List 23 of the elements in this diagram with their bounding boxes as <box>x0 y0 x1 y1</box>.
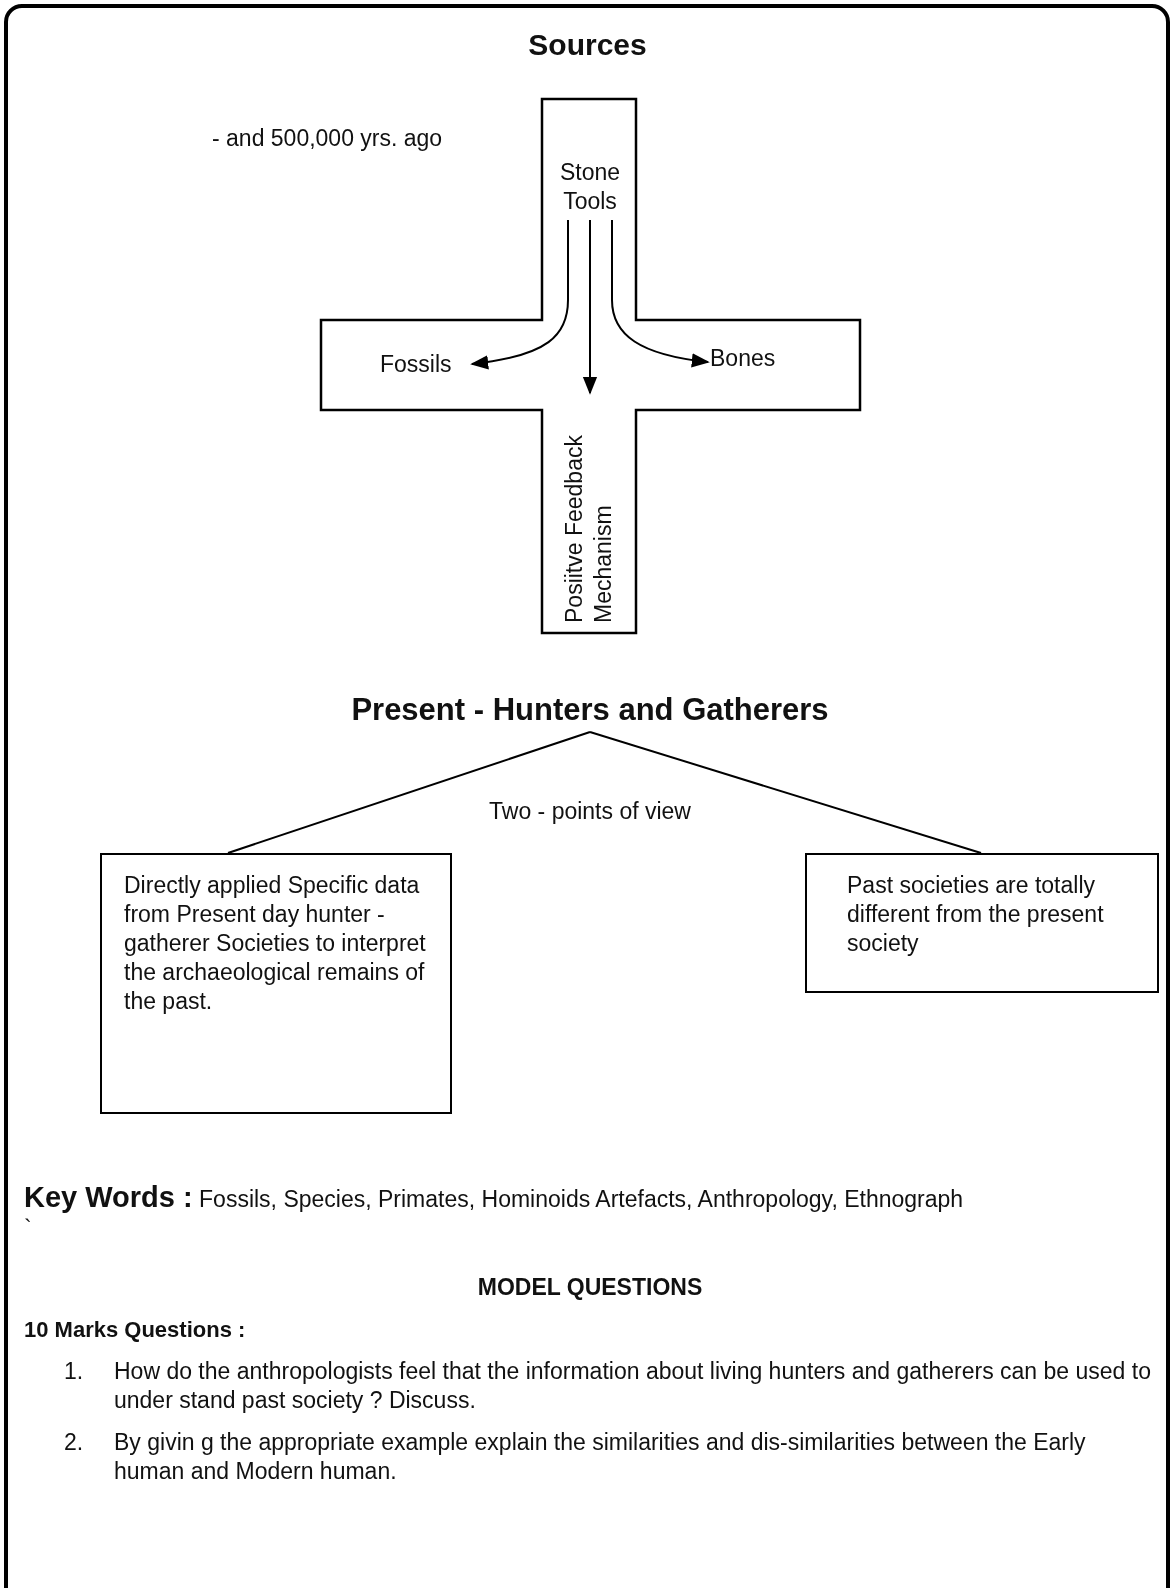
section-heading: MODEL QUESTIONS <box>476 1273 704 1302</box>
connector-line <box>227 731 591 854</box>
node-label: Fossils <box>380 350 464 380</box>
question-text: By givin g the appropriate example explain the similarities and dis-similarities between the Early human and Modern human. <box>114 1428 1087 1486</box>
annotation: ` <box>24 1214 33 1243</box>
text-box: Directly applied Specific data from Present day hunter - gatherer Societies to interpret the archaeological remains of the past. <box>100 853 452 1114</box>
arrow <box>470 219 569 370</box>
annotation: Two - points of view <box>488 797 692 826</box>
node-label: Bones <box>710 344 796 374</box>
node-label: Posiitve Feedback Mechanism <box>560 395 620 623</box>
title: Sources <box>527 28 648 62</box>
arrow <box>611 219 710 368</box>
question-text: How do the anthropologists feel that the information about living hunters and gatherers can be used to under stand past society ? Discuss. <box>114 1357 1152 1415</box>
heading: Present - Hunters and Gatherers <box>322 690 858 732</box>
key-words: Key Words : Fossils, Species, Primates, Hominoids Artefacts, Anthropology, Ethnograph <box>24 1183 965 1214</box>
list-number: 2. <box>64 1428 85 1457</box>
annotation: - and 500,000 yrs. ago <box>212 124 444 153</box>
list-number: 1. <box>64 1357 85 1386</box>
connector-line <box>589 731 982 854</box>
text-box: Past societies are totally different from the present society <box>805 853 1159 993</box>
arrow <box>582 219 598 395</box>
node-label: Stone Tools <box>548 158 632 218</box>
subheading: 10 Marks Questions : <box>24 1316 247 1344</box>
